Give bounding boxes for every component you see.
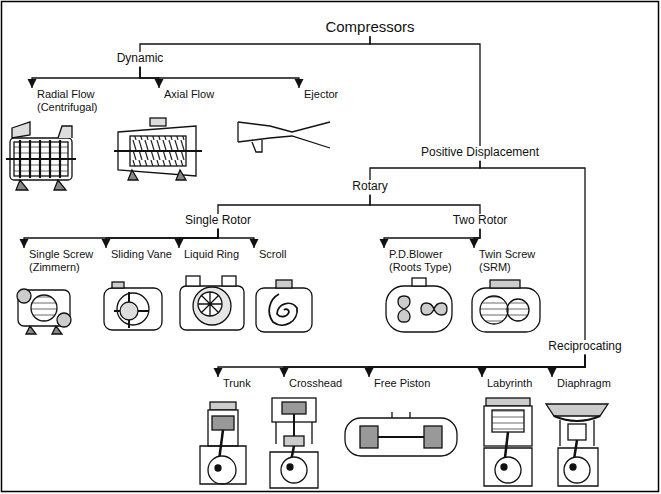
category-label: Rotary <box>350 180 389 194</box>
type-label: Ejector <box>295 88 340 101</box>
type-label: Liquid Ring <box>175 248 241 261</box>
centrifugal-compressor <box>6 122 76 190</box>
trunk-piston-compressor <box>200 402 246 484</box>
category-name: Rotary <box>352 180 387 194</box>
type-label: Trunk <box>214 377 253 390</box>
category-label: Compressors <box>323 18 416 35</box>
type-name: Crosshead <box>289 377 342 390</box>
category-name: Dynamic <box>117 52 164 66</box>
type-label: P.D.Blower (Roots Type) <box>380 248 475 273</box>
type-name: Free Piston <box>374 377 430 390</box>
category-label: Two Rotor <box>451 214 510 228</box>
category-name: Compressors <box>325 18 414 35</box>
category-label: Reciprocating <box>546 340 623 354</box>
type-name: Liquid Ring <box>184 248 239 261</box>
type-label: Twin Screw (SRM) <box>470 248 559 273</box>
category-name: Positive Displacement <box>421 146 539 160</box>
category-name: Reciprocating <box>548 340 621 354</box>
category-label: Positive Displacement <box>419 146 541 160</box>
tree-connector <box>552 355 585 377</box>
tree-connector <box>32 67 140 88</box>
tree-connector <box>140 67 299 88</box>
tree-connector <box>480 161 585 340</box>
type-name: Labyrinth <box>487 377 532 390</box>
ejector <box>238 122 330 152</box>
diaphragm-compressor <box>546 404 608 486</box>
scroll-compressor <box>256 280 312 332</box>
sliding-vane-compressor <box>104 282 162 330</box>
type-name: Single Screw (Zimmern) <box>29 248 105 273</box>
category-label: Single Rotor <box>183 214 253 228</box>
type-label: Single Screw (Zimmern) <box>20 248 107 273</box>
type-name: Radial Flow (Centrifugal) <box>37 88 119 113</box>
type-name: Twin Screw (SRM) <box>479 248 557 273</box>
axial-compressor <box>114 118 202 180</box>
type-name: Diaphragm <box>557 377 611 390</box>
type-label: Labyrinth <box>478 377 534 390</box>
type-name: Trunk <box>223 377 251 390</box>
tree-connector <box>218 229 254 248</box>
tree-connector <box>24 229 218 248</box>
type-label: Free Piston <box>365 377 432 390</box>
tree-connector <box>140 36 370 52</box>
free-piston-compressor <box>345 412 457 456</box>
tree-connector <box>369 355 585 377</box>
single-screw-compressor <box>17 289 71 334</box>
type-label: Scroll <box>250 248 289 261</box>
tree-connector <box>284 355 585 377</box>
twin-screw-compressor <box>472 280 540 332</box>
tree-connector <box>370 36 480 146</box>
category-name: Single Rotor <box>185 214 251 228</box>
type-name: Axial Flow <box>164 88 214 101</box>
type-label: Sliding Vane <box>102 248 174 261</box>
type-label: Radial Flow (Centrifugal) <box>28 88 121 113</box>
type-label: Axial Flow <box>155 88 216 101</box>
type-name: P.D.Blower (Roots Type) <box>389 248 473 273</box>
tree-connector <box>218 355 585 377</box>
tree-connector <box>218 195 370 214</box>
roots-blower <box>386 278 452 332</box>
type-label: Crosshead <box>280 377 344 390</box>
type-name: Ejector <box>304 88 338 101</box>
liquid-ring-compressor <box>180 276 244 330</box>
labyrinth-compressor <box>484 398 532 486</box>
crosshead-compressor <box>270 398 318 488</box>
tree-connector <box>179 229 218 248</box>
type-label: Diaphragm <box>548 377 613 390</box>
category-name: Two Rotor <box>453 214 508 228</box>
type-name: Sliding Vane <box>111 248 172 261</box>
category-label: Dynamic <box>115 52 166 66</box>
tree-connector <box>474 229 480 248</box>
tree-connector <box>482 355 585 377</box>
type-name: Scroll <box>259 248 287 261</box>
tree-connector <box>370 161 480 180</box>
tree-connector <box>106 229 218 248</box>
tree-connector <box>384 229 480 248</box>
tree-connector <box>370 195 480 214</box>
